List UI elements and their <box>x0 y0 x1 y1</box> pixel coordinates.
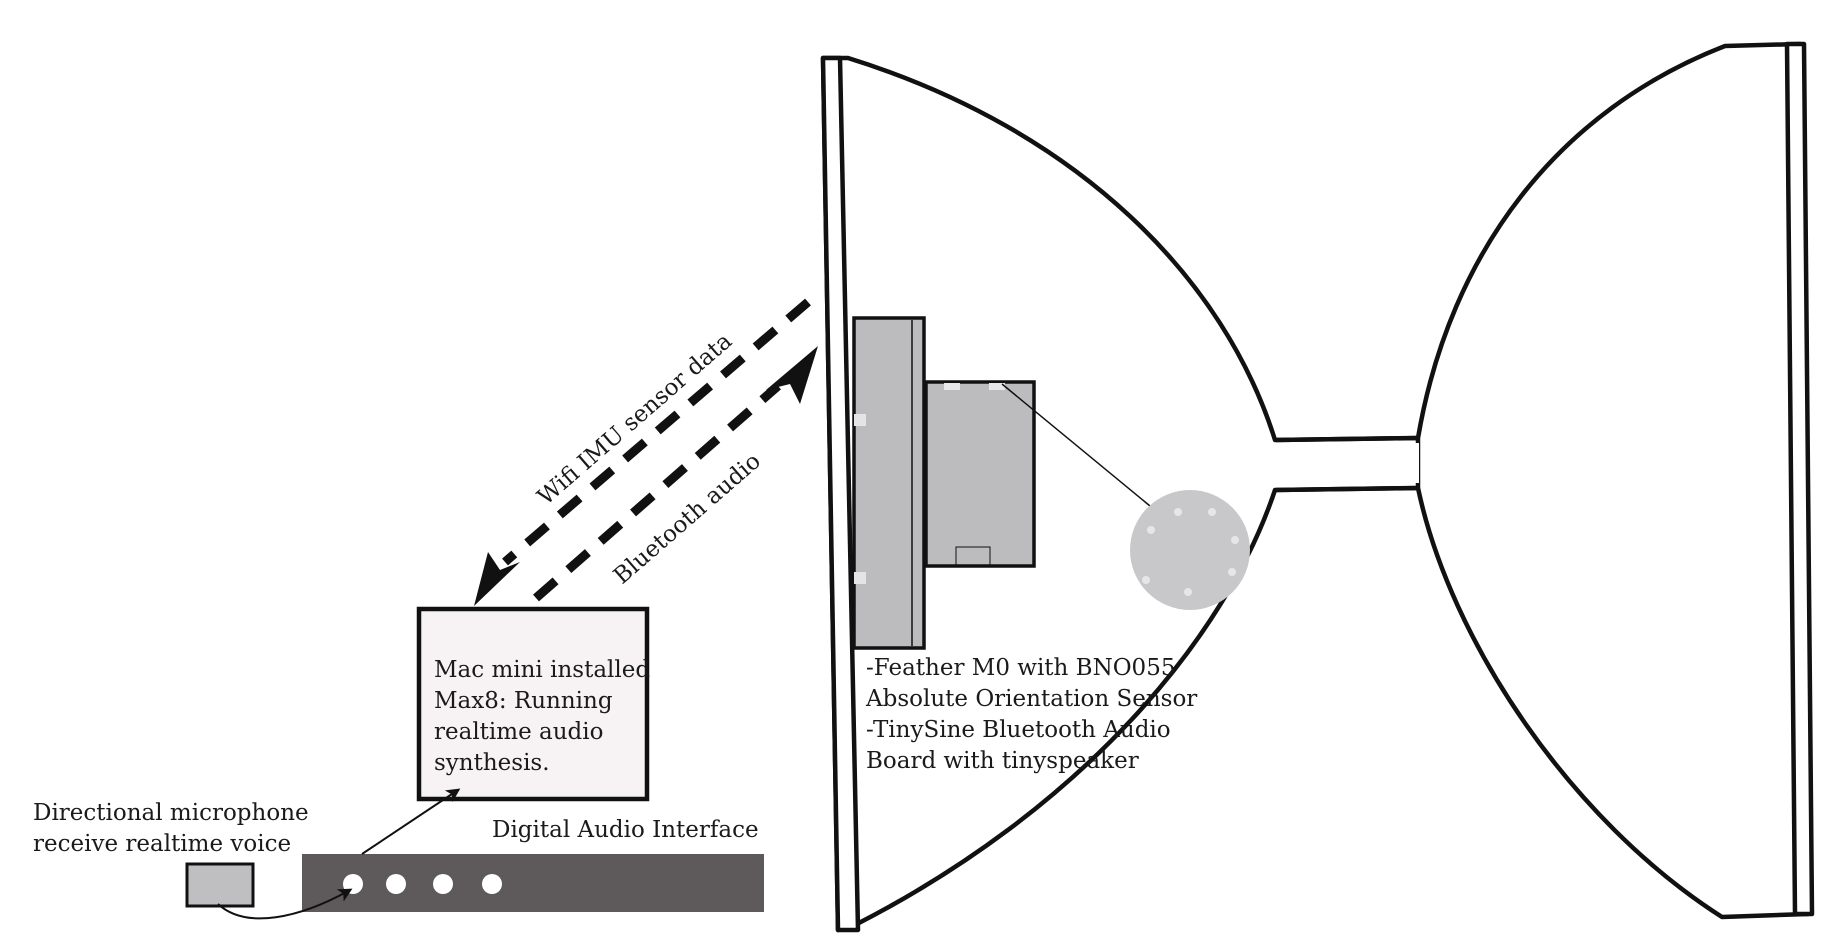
feather-board <box>852 316 926 650</box>
board-connector <box>944 383 960 390</box>
mac-label-line: realtime audio <box>434 719 604 745</box>
wifi-arrow <box>502 298 811 566</box>
hardware-label-line: -Feather M0 with BNO055 <box>866 655 1176 681</box>
interface-port <box>343 874 363 894</box>
mic-label-line: receive realtime voice <box>33 831 292 857</box>
hardware-label-line: Absolute Orientation Sensor <box>866 686 1198 712</box>
mac-label-line: Max8: Running <box>434 688 613 714</box>
neck-bottom-edge <box>1275 485 1420 493</box>
hardware-label: -Feather M0 with BNO055 Absolute Orienta… <box>866 653 1197 777</box>
mac-mini-label: Mac mini installed Max8: Running realtim… <box>434 655 650 779</box>
left-dish <box>820 55 1423 933</box>
interface-to-mac-line <box>361 788 461 855</box>
board-connector <box>989 383 1005 390</box>
tinyspeaker <box>1130 490 1250 610</box>
bluetooth-arrowhead <box>766 346 818 404</box>
board-pin <box>854 414 866 426</box>
wifi-arrowhead <box>474 552 520 606</box>
microphone <box>185 862 255 908</box>
mac-label-line: synthesis. <box>434 750 550 776</box>
hardware-label-line: Board with tinyspeaker <box>866 748 1139 774</box>
right-dish-rim <box>1784 41 1815 917</box>
interface-label: Digital Audio Interface <box>492 817 759 843</box>
mic-label-line: Directional microphone <box>33 800 309 826</box>
mac-mini-box <box>416 606 650 802</box>
interface-port <box>386 874 406 894</box>
bluetooth-label: Bluetooth audio <box>609 448 766 589</box>
hardware-label-line: -TinySine Bluetooth Audio <box>866 717 1171 743</box>
mac-label-line: Mac mini installed <box>434 657 651 683</box>
digital-audio-interface <box>302 854 764 912</box>
interface-port <box>482 874 502 894</box>
bluetooth-arrow <box>533 382 781 602</box>
speaker-wire <box>1001 383 1151 507</box>
microphone-label: Directional microphone receive realtime … <box>33 798 309 860</box>
interface-port <box>433 874 453 894</box>
board-pin <box>854 572 866 584</box>
mic-cable <box>217 888 353 920</box>
right-dish <box>1415 41 1815 920</box>
dish-neck-gap <box>1276 443 1419 483</box>
neck-top-edge <box>1275 435 1420 443</box>
left-dish-rim <box>820 55 861 933</box>
wifi-label: Wifi IMU sensor data <box>533 328 738 511</box>
bluetooth-board <box>924 380 1036 568</box>
